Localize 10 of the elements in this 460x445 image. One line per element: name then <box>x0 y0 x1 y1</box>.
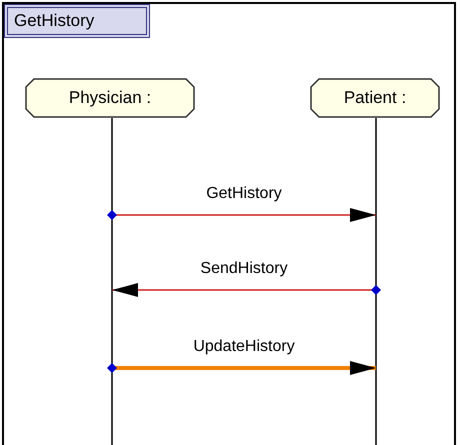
message-arrow <box>107 361 376 375</box>
participant-name: Patient : <box>342 87 408 109</box>
participant-lifeline <box>310 78 440 445</box>
message-label: SendHistory <box>198 260 290 278</box>
diagram-title: GetHistory <box>4 4 150 38</box>
participant-name: Physician : <box>68 87 152 109</box>
message-arrow <box>112 283 381 297</box>
message-label: GetHistory <box>204 185 284 203</box>
message-arrow <box>107 208 376 222</box>
participant-lifeline <box>25 78 195 445</box>
